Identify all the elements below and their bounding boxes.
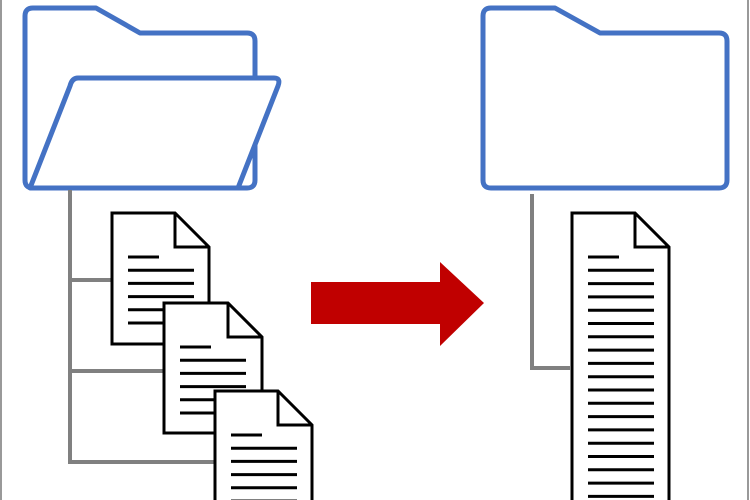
open-folder-icon [22,5,282,191]
tree-connector [68,190,216,464]
tree-connector [530,194,570,370]
right-arrow-icon [311,262,484,346]
document-icon [213,389,314,500]
document-icon [570,211,671,500]
closed-folder-icon [480,5,730,191]
